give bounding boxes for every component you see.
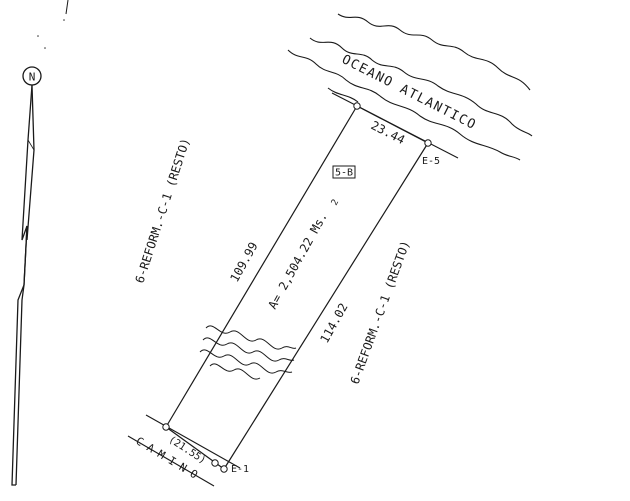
survey-points — [162, 102, 432, 473]
lot-id: 5-B — [335, 168, 353, 179]
side-east-length: 114.02 — [317, 301, 350, 346]
neighbor-west-label: 6-REFORM.-C-1 (RESTO) — [133, 136, 193, 285]
ocean-waves — [287, 13, 533, 161]
break-lines — [199, 325, 297, 380]
north-arrow-icon: N — [11, 66, 42, 486]
ocean-label: OCEANO ATLANTICO — [339, 52, 479, 133]
scan-marks — [37, 0, 69, 49]
lot-area: A= 2,504.22 Ms. — [265, 210, 330, 312]
lot-area-exponent: 2 — [330, 198, 341, 208]
side-west-length: 109.99 — [227, 240, 260, 285]
lot-id-badge: 5-B — [332, 165, 356, 179]
lot-boundary — [127, 92, 459, 487]
north-letter: N — [29, 71, 36, 84]
neighbor-east-label: 6-REFORM.-C-1 (RESTO) — [348, 239, 413, 386]
marker-e5: E-5 — [422, 156, 440, 167]
marker-e1: E-1 — [231, 464, 249, 475]
